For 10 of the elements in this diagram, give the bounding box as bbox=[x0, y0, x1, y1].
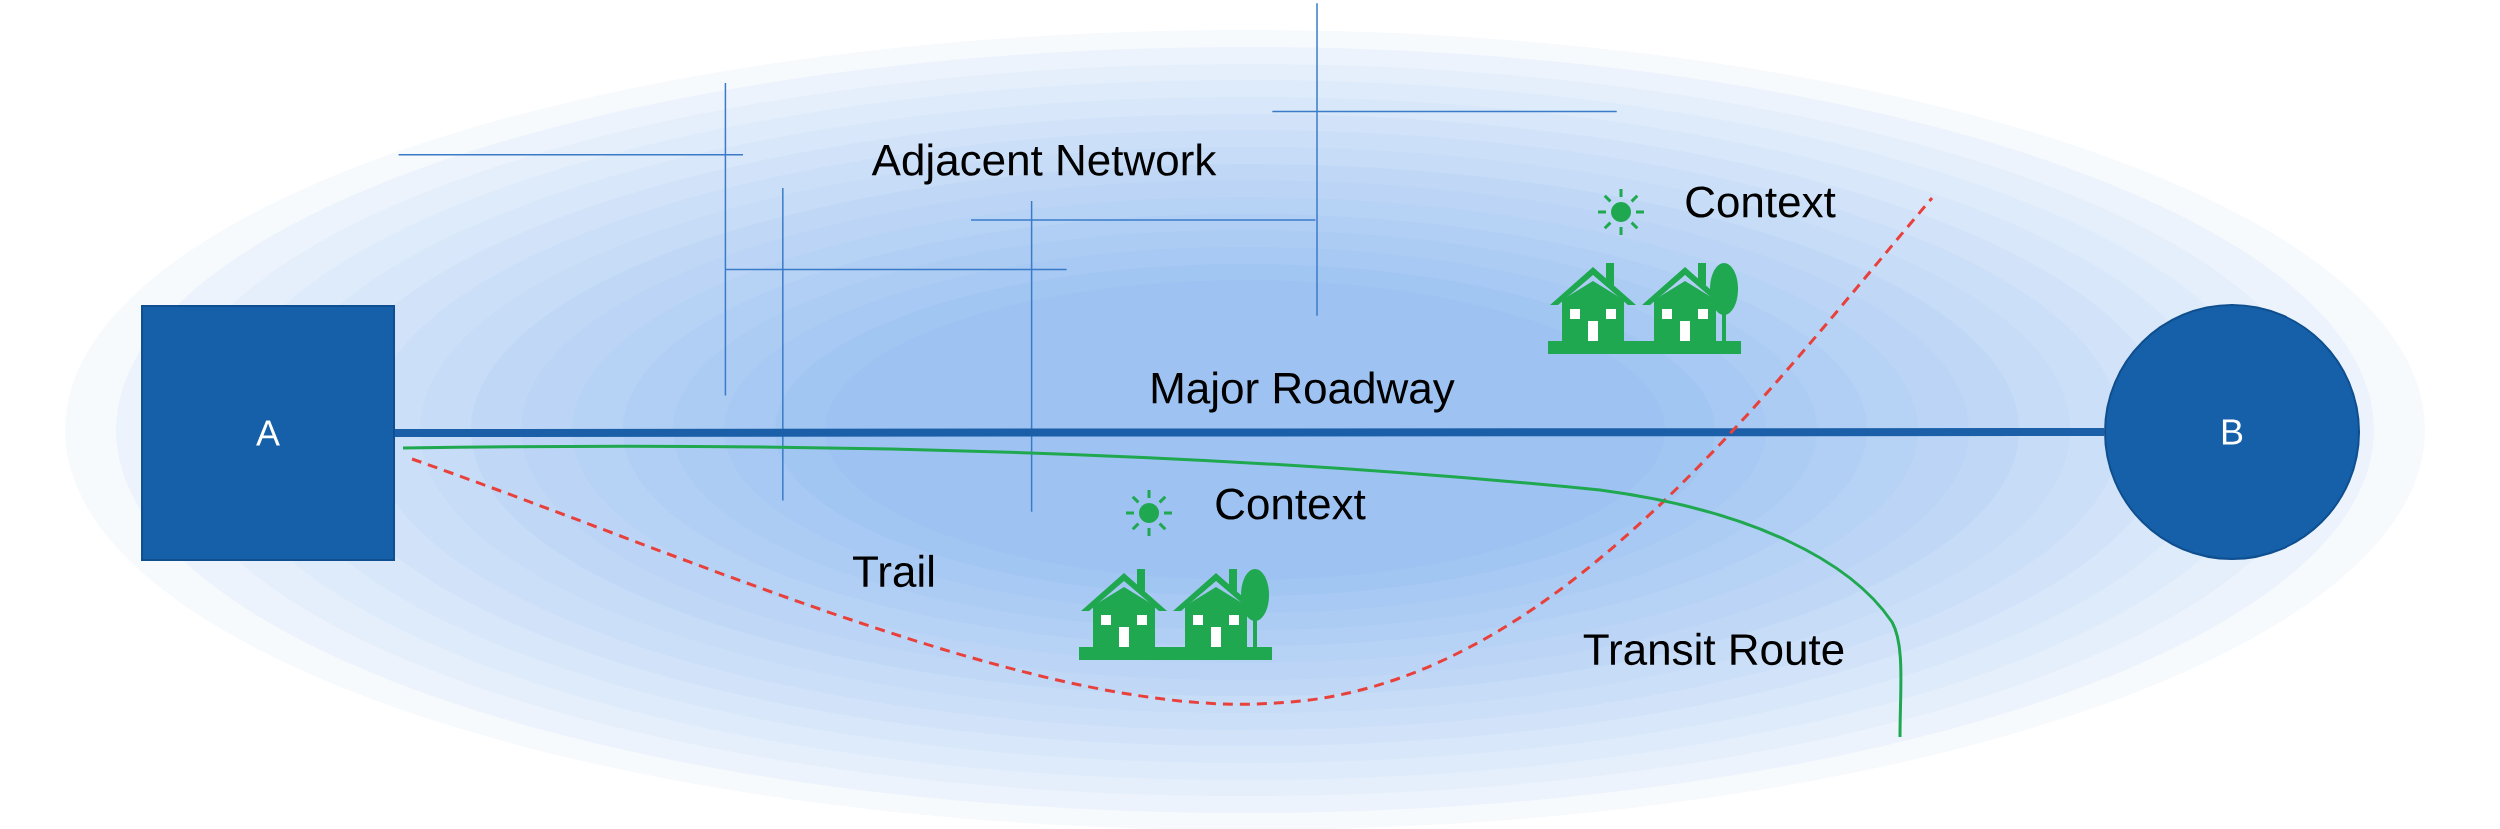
process-box: A bbox=[141, 305, 395, 561]
road-label: Major Roadway bbox=[1152, 371, 1455, 413]
route-line bbox=[411, 197, 1934, 706]
context-label: Context bbox=[1686, 186, 1836, 218]
circle-node: B bbox=[2104, 304, 2360, 560]
route-line bbox=[403, 444, 1903, 737]
trail-label: Trail bbox=[853, 554, 934, 588]
network-label: Adjacent Network bbox=[871, 143, 1217, 185]
route-label: Transit Route bbox=[1583, 632, 1844, 666]
context-label: Context bbox=[1216, 488, 1366, 520]
